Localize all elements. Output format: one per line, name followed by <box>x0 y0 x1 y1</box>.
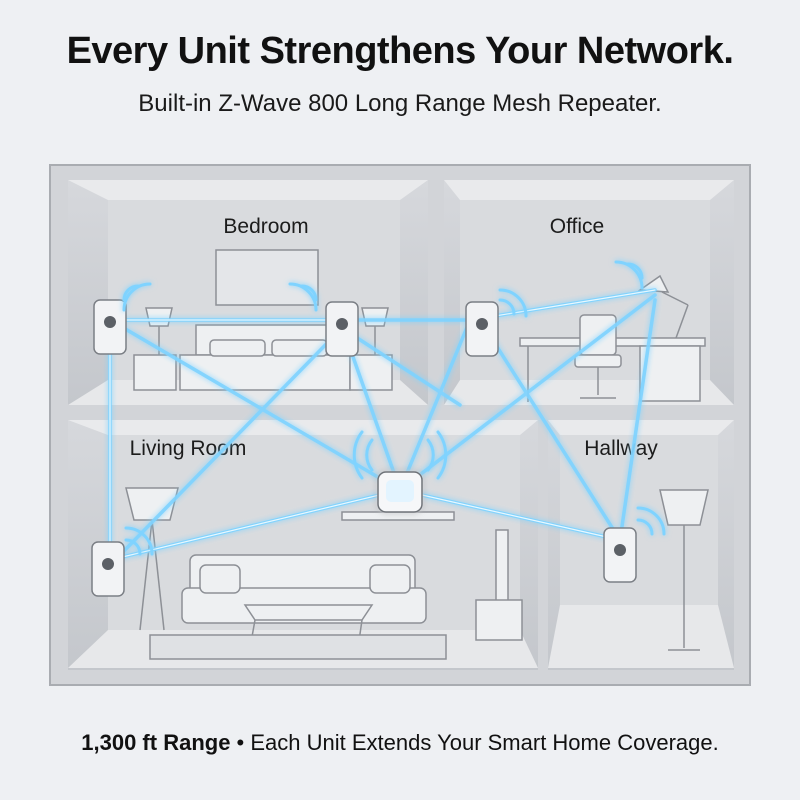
separator-dot: • <box>230 730 251 755</box>
smart-plug-hallway <box>603 527 637 583</box>
room-label-living-room: Living Room <box>130 437 247 460</box>
living-room-furniture <box>125 487 523 660</box>
room-label-hallway: Hallway <box>584 437 658 460</box>
room-label-office: Office <box>550 215 604 238</box>
smart-plug-office <box>465 301 499 357</box>
tagline-text: Each Unit Extends Your Smart Home Covera… <box>250 730 719 755</box>
headline: Every Unit Strengthens Your Network. <box>66 30 734 72</box>
subheadline: Built-in Z-Wave 800 Long Range Mesh Repe… <box>138 90 662 117</box>
hub-device <box>377 471 423 513</box>
smart-plug-living-room <box>91 541 125 597</box>
signal-wave-icons <box>122 260 666 556</box>
hallway-furniture <box>659 489 709 651</box>
mesh-beams-core <box>109 289 656 561</box>
range-text: 1,300 ft Range <box>81 730 231 755</box>
footer-caption: 1,300 ft Range • Each Unit Extends Your … <box>0 730 800 756</box>
room-label-bedroom: Bedroom <box>223 215 308 238</box>
smart-plug-bedroom-left <box>93 299 127 355</box>
smart-plug-bedroom-right <box>325 301 359 357</box>
bedroom-furniture <box>133 249 393 391</box>
